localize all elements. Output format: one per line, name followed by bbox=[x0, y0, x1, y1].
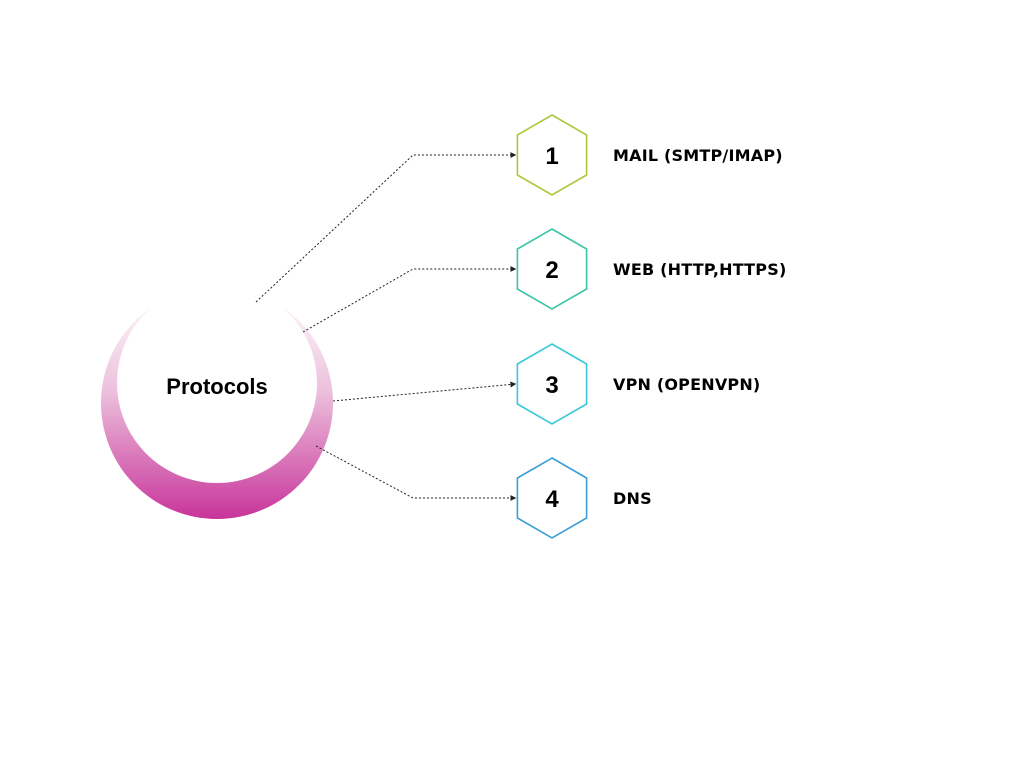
hexagon-badge bbox=[516, 457, 588, 539]
item-number: 4 bbox=[545, 486, 559, 513]
connector-4 bbox=[315, 445, 517, 501]
hexagon-badge bbox=[516, 114, 588, 196]
item-label: DNS bbox=[613, 489, 652, 508]
protocol-item-2: 2 WEB (HTTP,HTTPS) bbox=[516, 228, 786, 310]
connector-2 bbox=[302, 266, 517, 333]
item-number: 2 bbox=[545, 257, 558, 284]
protocol-items: 1 MAIL (SMTP/IMAP) 2 WEB (HTTP,HTTPS) 3 VPN (… bbox=[516, 114, 786, 539]
protocol-item-3: 3 VPN (OPENVPN) bbox=[516, 343, 760, 425]
center-label: Protocols bbox=[166, 374, 267, 399]
hexagon-badge bbox=[516, 343, 588, 425]
item-number: 3 bbox=[545, 372, 558, 399]
protocol-item-4: 4 DNS bbox=[516, 457, 652, 539]
hexagon-badge bbox=[516, 228, 588, 310]
connector-3 bbox=[332, 381, 517, 402]
item-label: VPN (OPENVPN) bbox=[613, 375, 760, 394]
item-label: WEB (HTTP,HTTPS) bbox=[613, 260, 786, 279]
connectors bbox=[255, 152, 517, 501]
protocol-item-1: 1 MAIL (SMTP/IMAP) bbox=[516, 114, 783, 196]
center-disc bbox=[117, 283, 317, 483]
item-number: 1 bbox=[545, 143, 558, 170]
center-node: Protocols bbox=[101, 283, 333, 519]
connector-1 bbox=[255, 152, 517, 303]
item-label: MAIL (SMTP/IMAP) bbox=[613, 146, 783, 165]
